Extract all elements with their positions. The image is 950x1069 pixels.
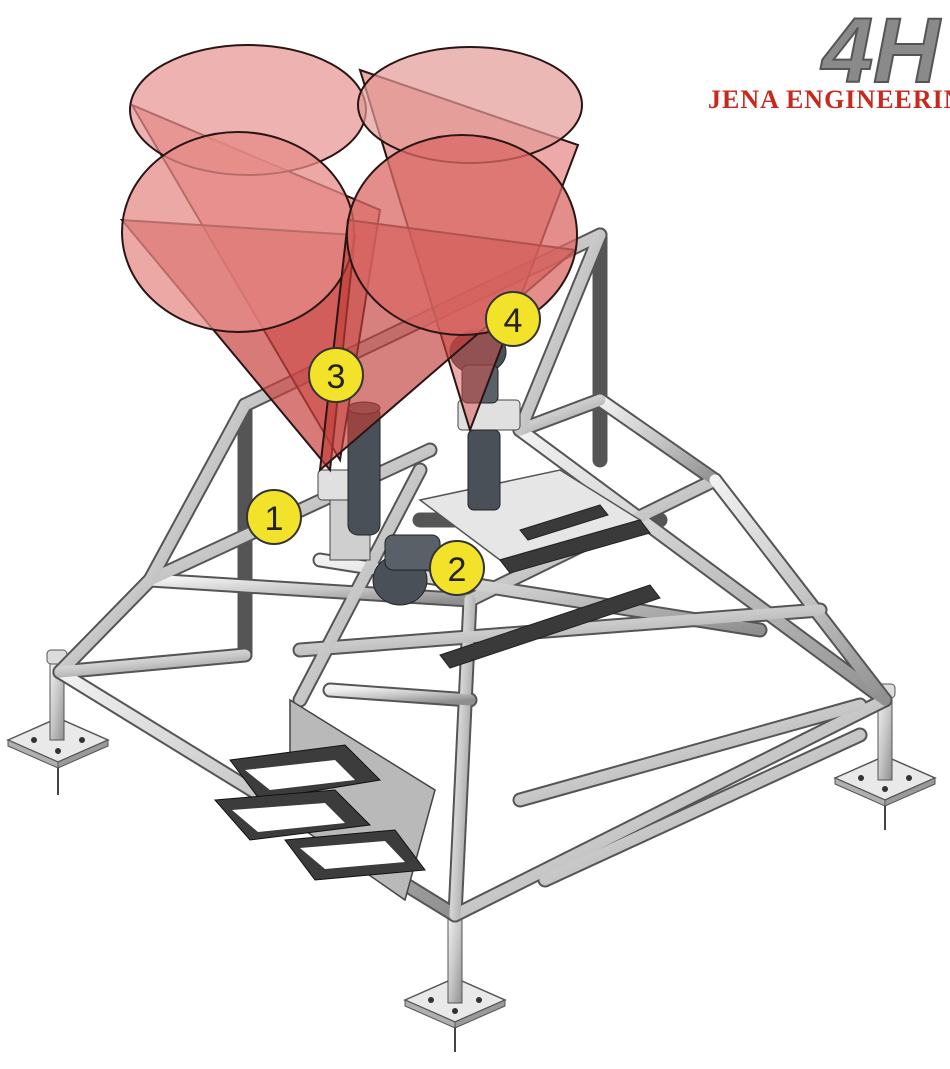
- field-of-view-cones: [119, 44, 583, 473]
- jena-engineering-logo: 4H JENA ENGINEERING: [708, 0, 950, 114]
- callout-1: 1: [246, 489, 302, 545]
- fov-cone-front-left-top: [121, 131, 355, 333]
- foot-plate-front: [403, 914, 507, 1052]
- logo-name: JENA ENGINEERING: [708, 85, 950, 114]
- folding-step-assembly: [213, 698, 436, 902]
- fov-cone-front-right-top: [346, 134, 578, 336]
- callout-3: 3: [308, 347, 364, 403]
- foot-plate-left: [6, 649, 110, 795]
- callout-2-label: 2: [448, 551, 467, 589]
- callout-3-label: 3: [327, 358, 346, 396]
- callout-4-label: 4: [504, 302, 523, 340]
- callout-4: 4: [485, 291, 541, 347]
- callout-2: 2: [429, 540, 485, 596]
- logo-mark: 4H: [820, 0, 942, 102]
- callout-1-label: 1: [265, 500, 284, 538]
- instrument-2-head: [372, 534, 441, 606]
